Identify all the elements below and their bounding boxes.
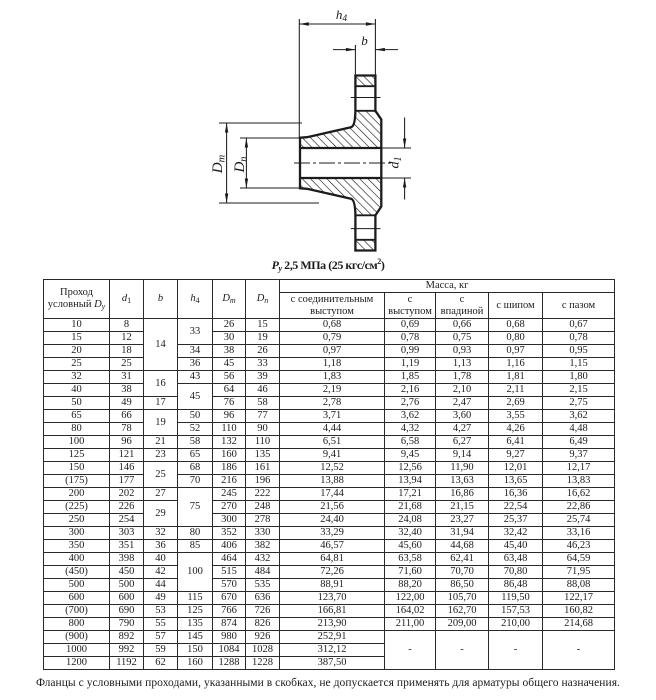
svg-text:b: b: [361, 33, 368, 48]
svg-text:Dn: Dn: [232, 156, 250, 173]
svg-text:Dm: Dm: [210, 154, 228, 174]
svg-text:h4: h4: [336, 7, 348, 24]
svg-text:d1: d1: [388, 157, 404, 169]
